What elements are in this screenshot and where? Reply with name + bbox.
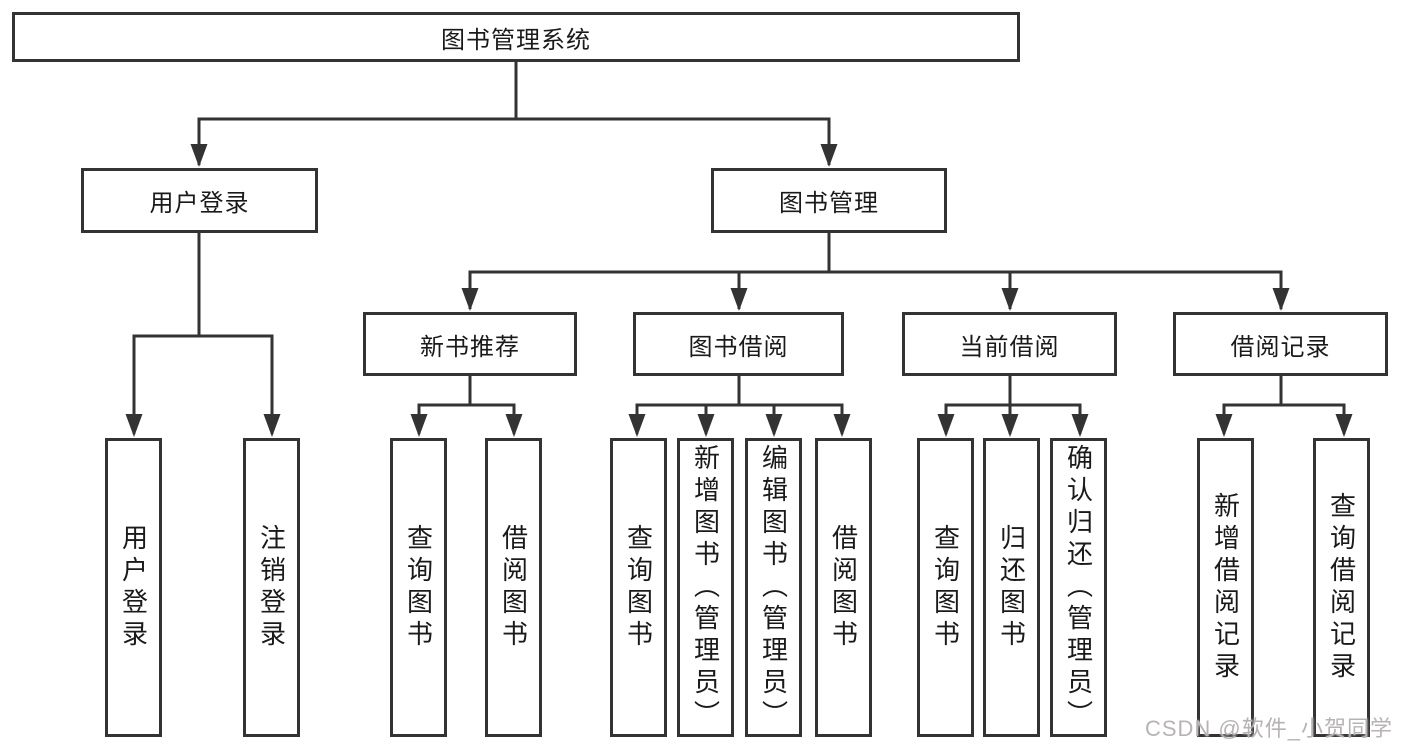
leaf-borrow-book: 借阅图书 (485, 438, 542, 737)
leaf-label: 新增图书（管理员） (690, 443, 721, 732)
leaf-query-borrow-record: 查询借阅记录 (1313, 438, 1370, 737)
leaf-query-book: 查询图书 (917, 438, 974, 737)
leaf-label: 编辑图书（管理员） (758, 443, 789, 732)
leaf-label: 确认归还（管理员） (1063, 443, 1094, 732)
node-user-login: 用户登录 (81, 168, 318, 233)
leaf-add-borrow-record: 新增借阅记录 (1197, 438, 1254, 737)
leaf-user-login: 用户登录 (105, 438, 162, 737)
node-new-book-recommend: 新书推荐 (363, 312, 577, 376)
leaf-label: 借阅图书 (828, 523, 859, 652)
leaf-label: 查询图书 (403, 523, 434, 652)
leaf-label: 用户登录 (118, 523, 149, 652)
leaf-label: 查询图书 (623, 523, 654, 652)
leaf-logout: 注销登录 (243, 438, 300, 737)
leaf-borrow-book: 借阅图书 (815, 438, 872, 737)
leaf-label: 借阅图书 (498, 523, 529, 652)
leaf-query-book: 查询图书 (610, 438, 667, 737)
leaf-label: 归还图书 (996, 523, 1027, 652)
leaf-query-book: 查询图书 (390, 438, 447, 737)
node-borrow-record: 借阅记录 (1173, 312, 1388, 376)
leaf-label: 注销登录 (256, 523, 287, 652)
node-current-borrow: 当前借阅 (902, 312, 1117, 376)
node-book-borrow: 图书借阅 (633, 312, 844, 376)
leaf-edit-book-admin: 编辑图书（管理员） (745, 438, 802, 737)
leaf-label: 新增借阅记录 (1210, 491, 1241, 684)
csdn-watermark: CSDN @软件_小贺同学 (1144, 716, 1393, 741)
node-book-management: 图书管理 (711, 168, 947, 233)
leaf-label: 查询图书 (930, 523, 961, 652)
leaf-add-book-admin: 新增图书（管理员） (677, 438, 734, 737)
leaf-return-book: 归还图书 (983, 438, 1040, 737)
leaf-confirm-return-admin: 确认归还（管理员） (1050, 438, 1107, 737)
node-root-system: 图书管理系统 (12, 12, 1020, 62)
leaf-label: 查询借阅记录 (1326, 491, 1357, 684)
